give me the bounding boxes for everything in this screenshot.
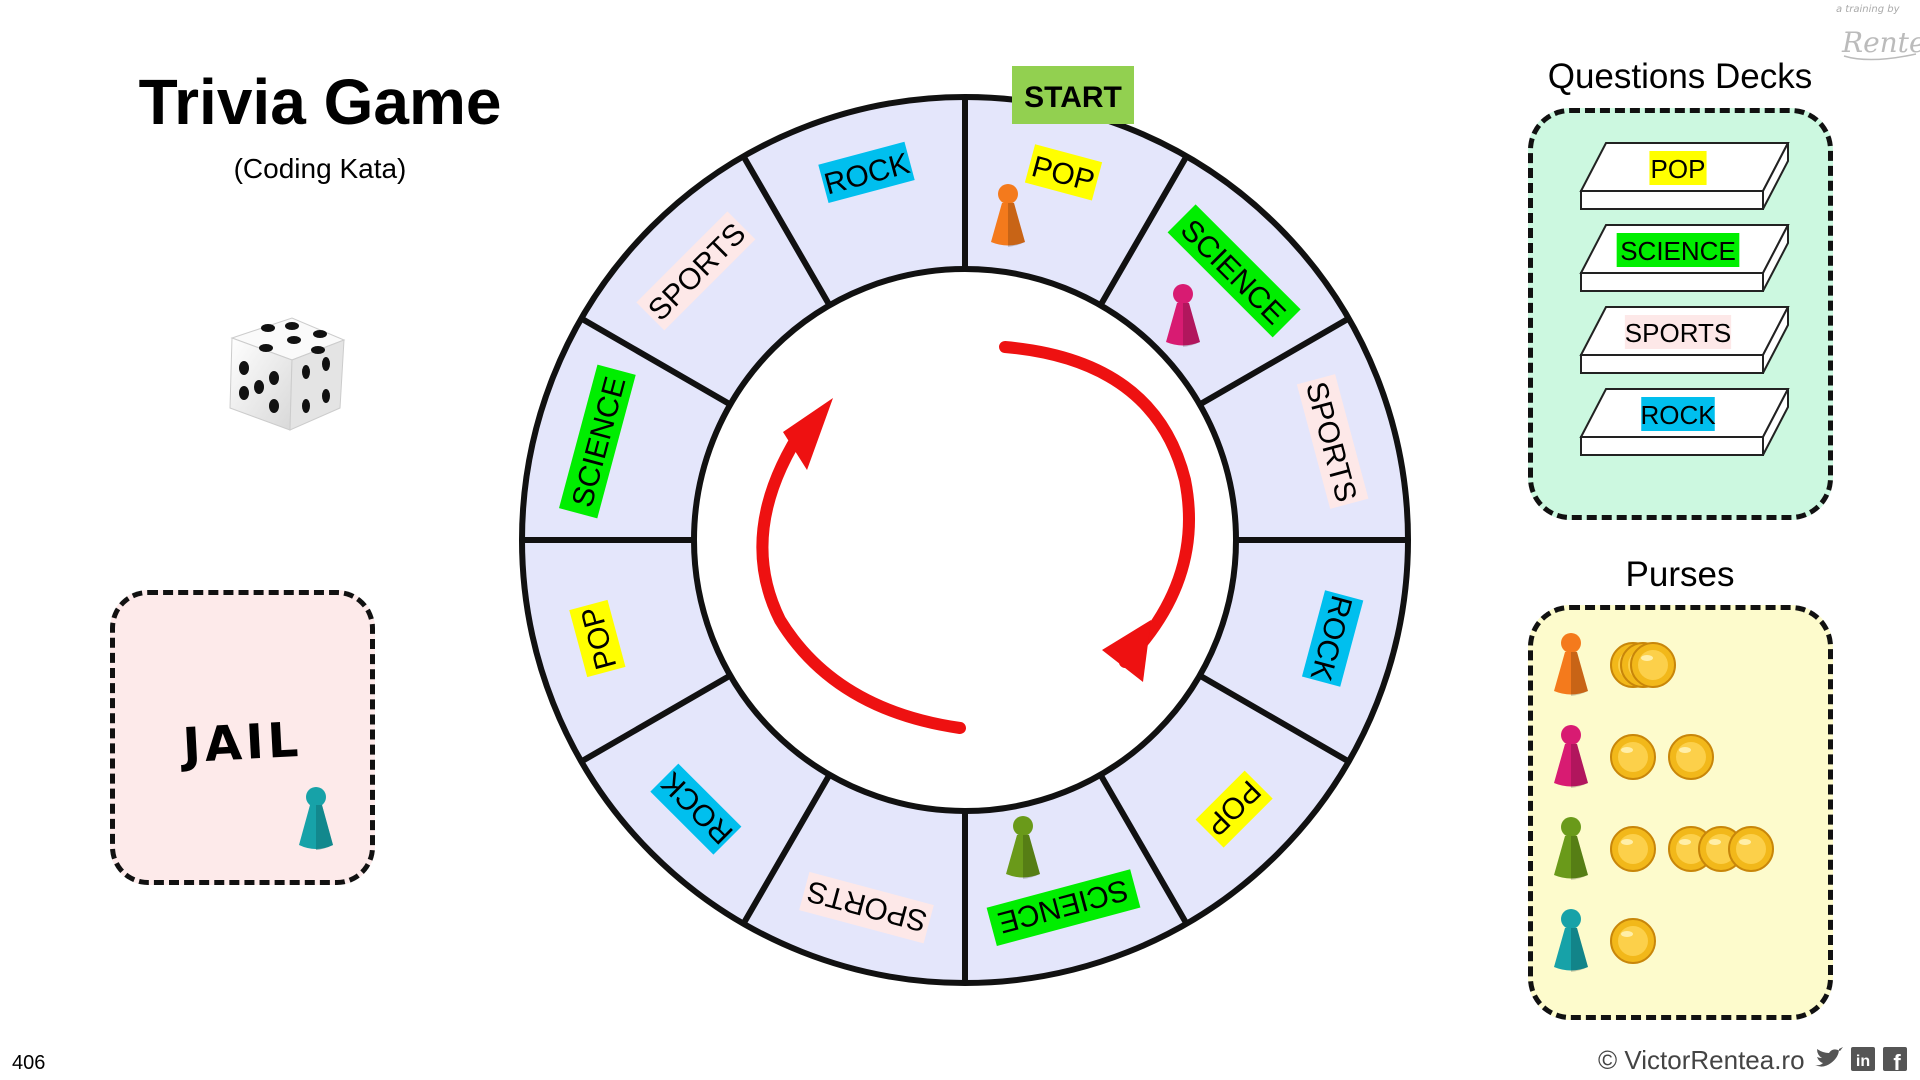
linkedin-icon[interactable]: in [1851, 1047, 1875, 1071]
square-divider [579, 315, 732, 408]
social-links: in f [1815, 1047, 1907, 1075]
facebook-icon[interactable]: f [1883, 1047, 1907, 1075]
square-divider [740, 154, 833, 307]
deck-rock[interactable]: ROCK [1579, 388, 1790, 456]
pawn-green-icon[interactable] [1554, 817, 1588, 880]
decks-stack: POP SCIENCE SPORTS ROCK [1579, 142, 1790, 456]
purse-row-orange [1554, 633, 1676, 696]
pawn-magenta-icon[interactable] [1166, 284, 1200, 347]
deck-science[interactable]: SCIENCE [1579, 224, 1790, 292]
brand-tagline: a training by [1836, 4, 1901, 15]
brand-signature: Rentea [1841, 26, 1920, 59]
deck-label: ROCK [1640, 400, 1716, 430]
square-divider [1097, 773, 1190, 926]
gold-coin-icon [1668, 734, 1714, 780]
start-label: START [1024, 81, 1122, 114]
brand-logo: a training by Rentea [1836, 4, 1920, 61]
gold-coin-icon [1610, 918, 1656, 964]
svg-text:f: f [1893, 1050, 1901, 1075]
deck-pop[interactable]: POP [1579, 142, 1790, 210]
gold-coin-icon [1728, 826, 1774, 872]
rotation-arrows-icon [756, 341, 1195, 734]
jail-zone: JAIL [110, 590, 375, 885]
pawn-green-icon[interactable] [1006, 816, 1040, 879]
purse-row-magenta [1554, 725, 1714, 788]
page-subtitle: (Coding Kata) [233, 153, 407, 184]
pawn-orange-icon[interactable] [991, 184, 1025, 247]
square-divider [1198, 315, 1351, 408]
square-divider [579, 672, 732, 765]
gold-coin-icon [1630, 642, 1676, 688]
twitter-icon[interactable] [1815, 1047, 1843, 1067]
pawn-teal-icon[interactable] [293, 785, 339, 853]
deck-label: SCIENCE [1620, 236, 1736, 266]
credits-text: © VictorRentea.ro [1598, 1045, 1805, 1075]
pawn-teal-icon[interactable] [1554, 909, 1588, 972]
jail-label: JAIL [181, 711, 304, 775]
decks-title: Questions Decks [1547, 57, 1813, 96]
square-divider [1097, 154, 1190, 307]
pawn-magenta-icon[interactable] [1554, 725, 1588, 788]
purses-list [1554, 633, 1774, 972]
dice-icon[interactable] [222, 308, 352, 438]
gold-coin-icon [1610, 826, 1656, 872]
purse-row-teal [1554, 909, 1656, 972]
questions-decks-panel: POP SCIENCE SPORTS ROCK [1528, 108, 1833, 520]
svg-text:in: in [1856, 1053, 1870, 1070]
deck-label: POP [1651, 154, 1706, 184]
square-divider [1198, 672, 1351, 765]
deck-sports[interactable]: SPORTS [1579, 306, 1790, 374]
purse-row-green [1554, 817, 1774, 880]
board-square-1[interactable]: POP [1024, 144, 1103, 201]
purses-title: Purses [1625, 555, 1735, 594]
page-title: Trivia Game [138, 66, 502, 138]
deck-label: SPORTS [1625, 318, 1731, 348]
start-marker: START [1012, 66, 1134, 124]
pawn-orange-icon[interactable] [1554, 633, 1588, 696]
gold-coin-icon [1610, 734, 1656, 780]
game-board: POPSCIENCESPORTSROCKPOPSCIENCESPORTSROCK… [519, 66, 1411, 986]
purses-panel [1528, 605, 1833, 1020]
square-divider [740, 773, 833, 926]
page-number: 406 [12, 1052, 46, 1074]
